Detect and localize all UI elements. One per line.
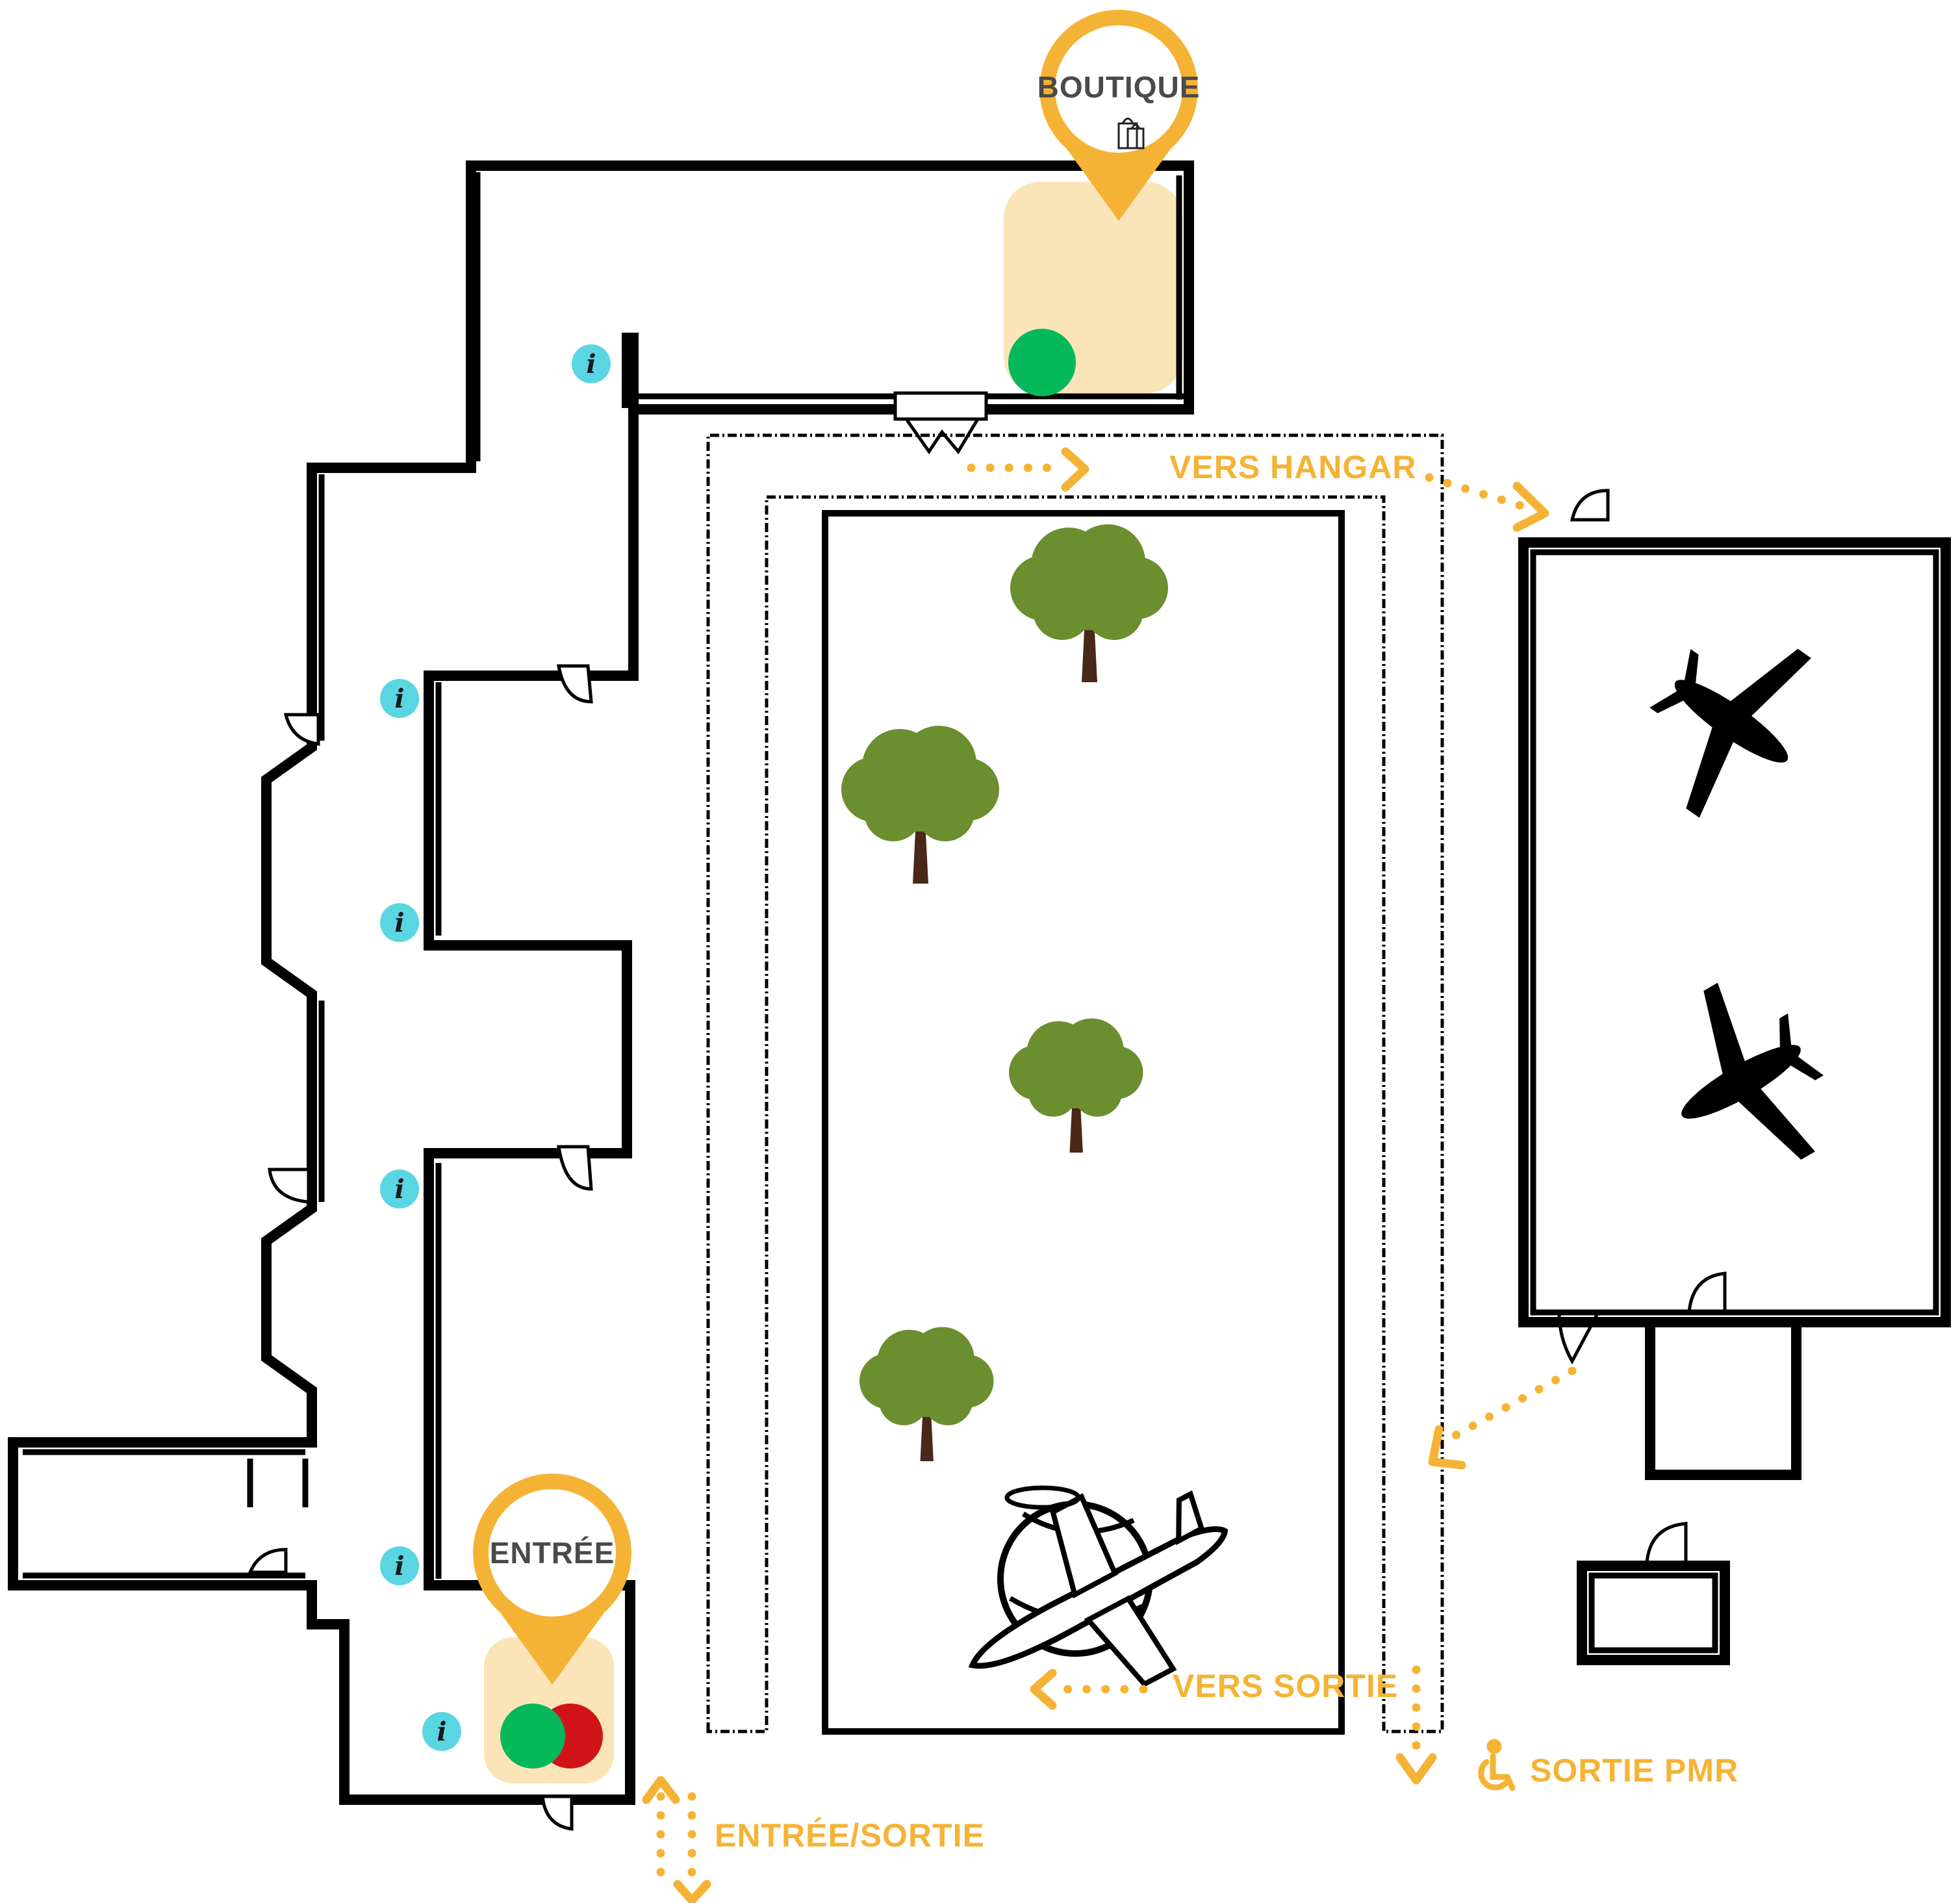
garden-paths [706,433,1444,1733]
info-icon[interactable]: i [380,1546,419,1585]
direction-arrows [642,447,1577,1903]
info-icon[interactable]: i [380,903,419,942]
entree-sortie-label: ENTRÉE/SORTIE [715,1817,985,1854]
info-glyph: i [394,908,404,938]
vers-sortie-label: VERS SORTIE [1173,1668,1398,1704]
info-icon[interactable]: i [380,679,419,718]
info-markers: i i i i i i [380,344,611,1751]
info-glyph: i [394,1174,404,1205]
tree-icon [1009,1018,1143,1153]
wheelchair-icon [1478,1739,1516,1791]
boutique-pin[interactable]: BOUTIQUE [1037,10,1201,221]
accessible-point-dot[interactable] [1008,329,1076,396]
info-glyph: i [586,349,596,379]
info-icon[interactable]: i [380,1169,419,1208]
main-building-walls [8,160,1194,1805]
info-glyph: i [437,1717,446,1747]
entree-pin[interactable]: ENTRÉE [473,1474,631,1685]
doors [248,391,1727,1831]
airplane-icon [1681,982,1824,1160]
tree-icon [1010,524,1168,682]
hangar-building [1518,537,1951,1665]
shopping-bags-icon [1117,118,1145,149]
info-glyph: i [394,683,404,714]
info-icon[interactable]: i [572,344,611,383]
garden-courtyard [822,510,1345,1735]
airplane-icon [1649,648,1811,818]
accessible-point-dot[interactable] [500,1704,565,1769]
trees [841,524,1168,1461]
airplane-globe-icon [968,1485,1228,1688]
info-icon[interactable]: i [422,1712,461,1751]
door [893,391,988,421]
vers-hangar-label: VERS HANGAR [1169,449,1416,485]
info-glyph: i [394,1551,404,1581]
tree-icon [841,726,999,884]
sortie-pmr-label: SORTIE PMR [1530,1752,1738,1789]
tree-icon [859,1327,994,1461]
entree-pin-label: ENTRÉE [490,1536,615,1570]
boutique-pin-label: BOUTIQUE [1037,70,1201,104]
